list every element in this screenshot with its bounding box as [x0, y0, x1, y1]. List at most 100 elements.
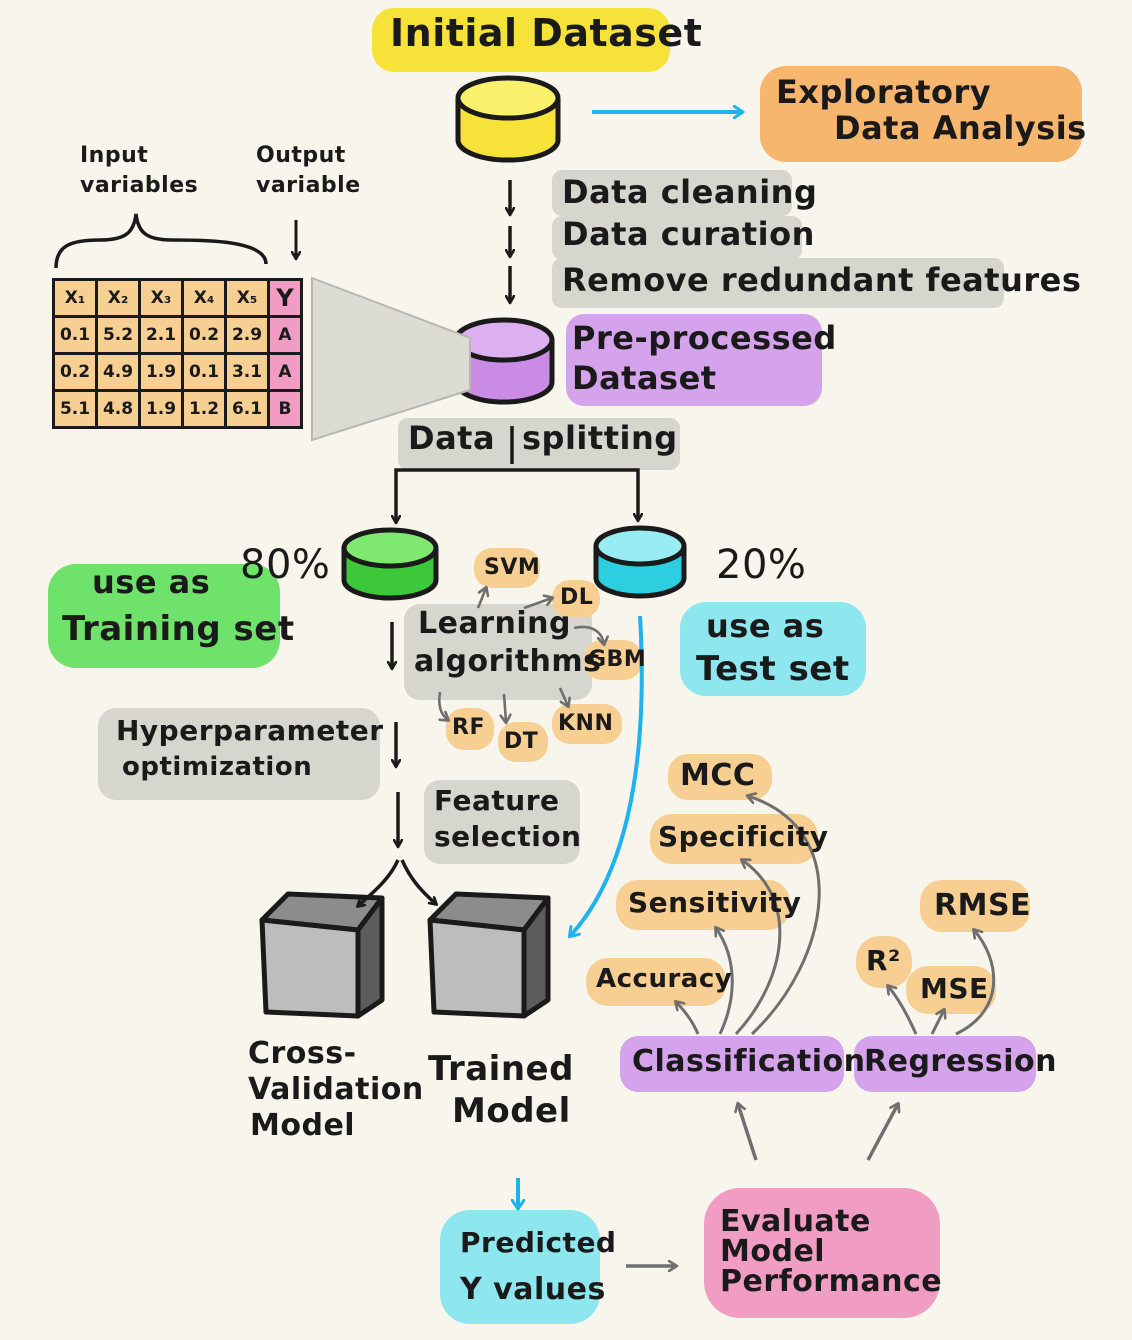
r2-bubble [856, 936, 912, 988]
table-cell: 0.2 [181, 315, 227, 355]
trained-model-cube-icon [427, 891, 551, 1019]
evaluate-to-class-arrow [738, 1104, 758, 1161]
algo-gbm: GBM [588, 647, 647, 672]
metric-mse: MSE [920, 972, 989, 1005]
metric-specificity: Specificity [658, 820, 829, 853]
split-left-arrow [396, 468, 512, 522]
reg-to-rmse-arrow [955, 930, 996, 1036]
table-cell: 1.9 [138, 389, 184, 429]
splitting-highlight [398, 418, 680, 470]
cv-model-cube-icon [259, 891, 385, 1019]
predicted-highlight [440, 1210, 600, 1324]
evaluate-label-line2: Model [720, 1234, 826, 1269]
test-highlight [680, 602, 866, 696]
preprocessed-highlight [566, 314, 822, 406]
accuracy-bubble [586, 958, 726, 1006]
algo-knn: KNN [558, 711, 614, 736]
learning-to-knn-arrow [558, 687, 568, 706]
reg-to-r2-arrow [888, 986, 918, 1035]
table-cell: A [267, 315, 303, 355]
feature-highlight [424, 780, 580, 864]
learning-to-rf-arrow [437, 691, 448, 720]
table-row: 0.2 4.9 1.9 0.1 3.1 A [52, 352, 303, 392]
algo-rf: RF [452, 715, 485, 740]
evaluate-to-reg-arrow [866, 1104, 898, 1161]
gbm-bubble [584, 640, 642, 680]
learning-to-svm-arrow [476, 588, 486, 609]
cv-model-label-line3: Model [250, 1108, 356, 1143]
feature-label-line2: selection [434, 820, 582, 853]
table-cell: 4.8 [95, 389, 141, 429]
evaluate-highlight [704, 1188, 940, 1318]
step-data-curation: Data curation [562, 215, 815, 253]
evaluate-label-line3: Performance [720, 1264, 943, 1299]
class-to-specificity-arrow [734, 860, 782, 1036]
metric-accuracy: Accuracy [596, 964, 733, 994]
test-set-icon [593, 525, 687, 599]
initial-dataset-icon [455, 75, 561, 163]
table-row: 0.1 5.2 2.1 0.2 2.9 A [52, 315, 303, 355]
cv-model-label-line2: Validation [248, 1072, 424, 1107]
metric-rmse: RMSE [934, 888, 1032, 923]
table-cell: 1.9 [138, 352, 184, 392]
trained-model-label-line2: Model [452, 1091, 571, 1131]
test-to-model-arrow [570, 615, 644, 936]
training-highlight [48, 564, 280, 668]
table-cell: B [267, 389, 303, 429]
steps-highlight-3 [552, 258, 1004, 308]
regression-label: Regression [864, 1044, 1058, 1079]
learning-to-dt-arrow [504, 693, 506, 722]
cv-model-label-line1: Cross- [248, 1036, 357, 1071]
algo-svm: SVM [484, 555, 541, 580]
reg-to-mse-arrow [930, 1010, 944, 1035]
training-set-icon [341, 527, 439, 601]
metric-mcc: MCC [680, 758, 756, 793]
mse-bubble [906, 966, 996, 1014]
algo-dl: DL [560, 585, 594, 610]
evaluate-label-line1: Evaluate [720, 1204, 871, 1239]
test-label-line1: use as [706, 607, 825, 645]
title-highlight [372, 8, 670, 72]
fork-left-arrow [358, 859, 400, 906]
table-cell: 0.2 [52, 352, 98, 392]
specificity-bubble [650, 814, 818, 864]
input-brace [54, 213, 268, 269]
test-label-line2: Test set [696, 649, 850, 689]
eda-label-line1: Exploratory [776, 73, 992, 111]
trained-model-label-line1: Trained [428, 1049, 574, 1089]
table-cell: 0.1 [52, 315, 98, 355]
metric-r2: R² [866, 944, 901, 977]
table-cell: 2.9 [224, 315, 270, 355]
hyper-label-line2: optimization [122, 752, 313, 782]
steps-highlight-2 [552, 216, 802, 260]
table-cell: 6.1 [224, 389, 270, 429]
learning-to-dl-arrow [523, 598, 552, 610]
table-row: 5.1 4.8 1.9 1.2 6.1 B [52, 389, 303, 429]
test-percent: 20% [716, 542, 807, 588]
table-cell: A [267, 352, 303, 392]
predicted-label-line1: Predicted [460, 1226, 617, 1259]
table-cell: 0.1 [181, 352, 227, 392]
input-variables-label-2: variables [80, 173, 199, 198]
learning-label-line1: Learning [418, 606, 571, 641]
input-variables-label-1: Input [80, 143, 149, 168]
table-cell: 3.1 [224, 352, 270, 392]
preprocessed-label-line1: Pre-processed [572, 319, 837, 357]
dt-bubble [498, 722, 548, 762]
table-header-cell: X₄ [181, 278, 227, 318]
rf-bubble [446, 708, 494, 750]
sensitivity-bubble [616, 880, 790, 930]
table-cell: 5.2 [95, 315, 141, 355]
step-remove-redundant: Remove redundant features [562, 261, 1082, 299]
learning-highlight [404, 604, 592, 700]
table-cell: 5.1 [52, 389, 98, 429]
table-zoom-wedge [311, 276, 471, 442]
preprocessed-label-line2: Dataset [572, 359, 717, 397]
knn-bubble [552, 704, 622, 744]
mcc-bubble [668, 754, 772, 800]
feature-label-line1: Feature [434, 784, 560, 817]
train-label-line2: Training set [62, 609, 295, 649]
classification-highlight [620, 1036, 844, 1092]
diagram-title: Initial Dataset [390, 11, 703, 55]
